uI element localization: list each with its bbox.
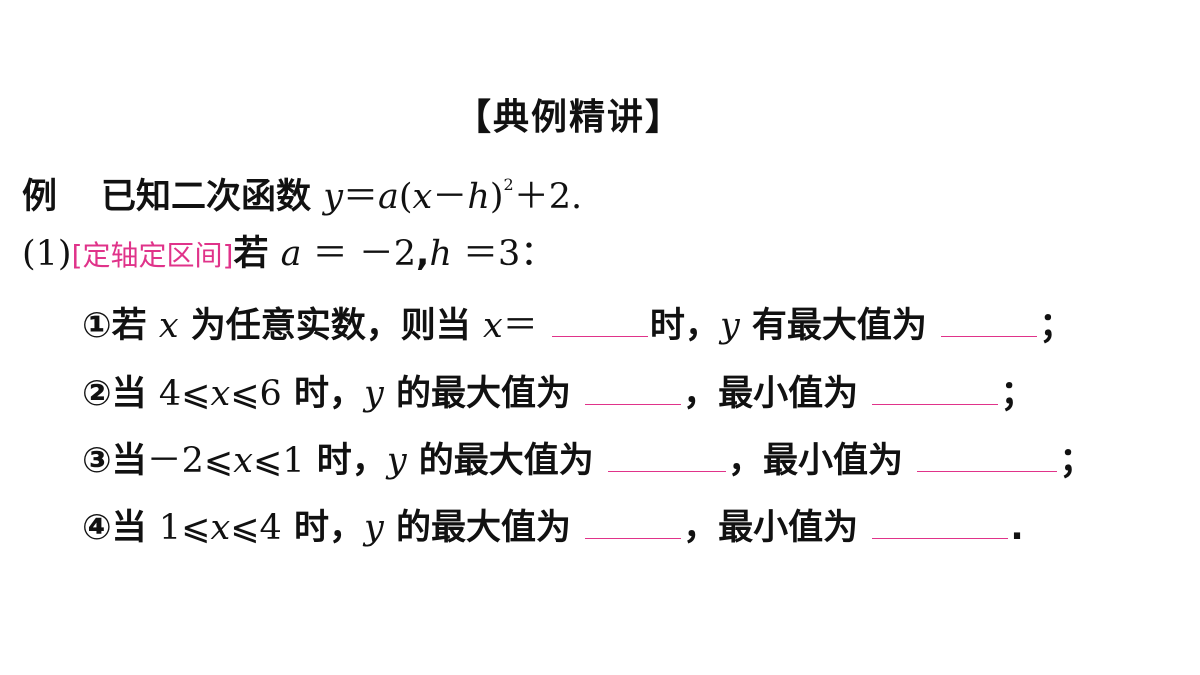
- q4-y: y: [364, 508, 384, 548]
- cond-comma: ,: [416, 234, 430, 274]
- formula-eq: ＝: [343, 177, 379, 217]
- formula-end: .: [571, 177, 583, 217]
- q3-max-label: 的最大值为: [418, 441, 594, 481]
- q3-le1: ⩽: [203, 441, 234, 481]
- q1-mid: 为任意实数，则当: [190, 306, 471, 346]
- q4-lead: ④当: [82, 508, 147, 548]
- example-statement: 例已知二次函数 y＝a(x－h)2＋2.: [22, 165, 582, 217]
- q4-when: 时，: [293, 508, 364, 548]
- q3-lead: ③当: [82, 441, 147, 481]
- q1-end: ；: [1039, 306, 1075, 346]
- q4-min-label: ，最小值为: [683, 508, 859, 548]
- q1-x2: x: [482, 306, 503, 346]
- formula-constant: 2: [548, 177, 571, 217]
- part1-condition-prefix: 若: [233, 234, 269, 274]
- q3-high: 1: [282, 441, 305, 481]
- question-1: ①若 x 为任意实数，则当 x＝ 时，y 有最大值为 ；: [82, 302, 1074, 346]
- q2-min-label: ，最小值为: [683, 374, 859, 414]
- q1-y: y: [719, 306, 740, 346]
- q3-min-label: ，最小值为: [727, 441, 903, 481]
- question-2: ②当 4⩽x⩽6 时，y 的最大值为 ，最小值为 ；: [82, 370, 1035, 414]
- q1-tail: 有最大值为: [751, 306, 927, 346]
- q3-low: －2: [146, 441, 204, 481]
- q4-max-label: 的最大值为: [395, 508, 571, 548]
- formula-x: x: [412, 177, 433, 217]
- part1-number: (1): [22, 234, 72, 274]
- formula-a: a: [378, 177, 399, 217]
- cond-h: h: [429, 234, 452, 274]
- formula-y: y: [323, 177, 343, 217]
- q1-x: x: [158, 306, 179, 346]
- q4-high: 4: [259, 508, 282, 548]
- q2-y: y: [364, 374, 384, 414]
- question-3: ③当－2⩽x⩽1 时，y 的最大值为 ，最小值为 ；: [82, 437, 1094, 481]
- q4-le1: ⩽: [181, 508, 211, 548]
- q2-end: ；: [1000, 374, 1036, 414]
- cond-h-value: ＝3：: [451, 234, 556, 274]
- example-label: 例: [22, 177, 58, 217]
- q2-le1: ⩽: [181, 374, 211, 414]
- formula-rp: ): [489, 177, 504, 217]
- question-4: ④当 1⩽x⩽4 时，y 的最大值为 ，最小值为 .: [82, 504, 1024, 548]
- q4-le2: ⩽: [230, 508, 260, 548]
- formula-exponent: 2: [503, 175, 514, 194]
- q3-when: 时，: [316, 441, 387, 481]
- q2-when: 时，: [293, 374, 364, 414]
- q2-answer-blank-min[interactable]: [872, 370, 999, 405]
- formula-lp: (: [398, 177, 413, 217]
- q2-low: 4: [158, 374, 182, 414]
- q1-answer-blank-max[interactable]: [941, 302, 1038, 337]
- part1-tag: [定轴定区间]: [71, 239, 234, 272]
- function-formula: y＝a(x－h)2＋2.: [323, 175, 583, 217]
- cond-a-value: ＝ －2: [301, 234, 417, 274]
- page-title: 【典例精讲】: [455, 97, 684, 138]
- q1-after-blank: 时，: [649, 306, 720, 346]
- q2-answer-blank-max[interactable]: [585, 370, 682, 405]
- q3-answer-blank-max[interactable]: [607, 437, 726, 472]
- q2-x: x: [210, 374, 231, 414]
- q1-answer-blank-x[interactable]: [551, 302, 648, 337]
- q4-low: 1: [158, 508, 182, 548]
- q4-end: .: [1010, 508, 1024, 548]
- q2-high: 6: [259, 374, 282, 414]
- q3-end: ；: [1059, 441, 1095, 481]
- q4-answer-blank-max[interactable]: [585, 504, 682, 539]
- q3-y: y: [386, 441, 407, 481]
- q1-eq: ＝: [502, 306, 538, 346]
- q3-x: x: [233, 441, 253, 481]
- q2-le2: ⩽: [230, 374, 260, 414]
- formula-plus: ＋: [513, 177, 549, 217]
- q3-le2: ⩽: [253, 441, 283, 481]
- example-intro: 已知二次函数: [101, 177, 312, 217]
- q2-max-label: 的最大值为: [395, 374, 571, 414]
- q4-x: x: [210, 508, 231, 548]
- part1-condition: (1)[定轴定区间]若 a ＝ －2,h ＝3：: [22, 234, 555, 276]
- cond-a: a: [280, 234, 302, 274]
- q3-answer-blank-min[interactable]: [917, 437, 1058, 472]
- q2-lead: ②当: [82, 374, 147, 414]
- q4-answer-blank-min[interactable]: [872, 504, 1009, 539]
- formula-h: h: [467, 177, 490, 217]
- formula-minus: －: [432, 177, 468, 217]
- q1-lead: ①若: [82, 306, 147, 346]
